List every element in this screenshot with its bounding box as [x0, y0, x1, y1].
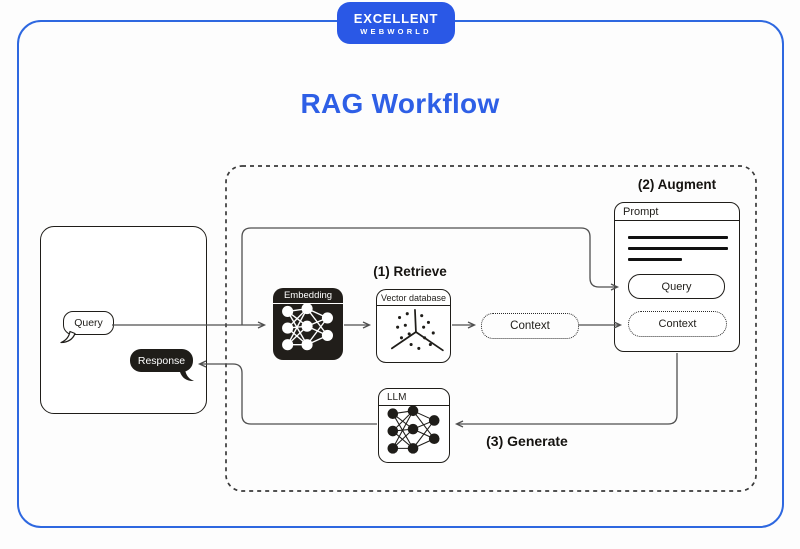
embedding-node: Embedding [273, 288, 343, 360]
prompt-context-slot: Context [628, 311, 727, 337]
brand-badge: EXCELLENT WEBWORLD [337, 2, 455, 44]
vector-database-node: Vector database [376, 289, 451, 363]
brand-name-line1: EXCELLENT [353, 10, 439, 26]
embedding-nn-icon [273, 304, 343, 354]
step-label-retrieve: (1) Retrieve [373, 264, 447, 279]
page-title: RAG Workflow [300, 88, 500, 119]
prompt-text-line [628, 247, 728, 250]
query-chat-bubble: Query [63, 311, 114, 335]
vector-axes-icon [377, 306, 450, 358]
vector-database-node-title: Vector database [377, 290, 450, 306]
prompt-node: Prompt Query Context [614, 202, 740, 352]
context-pill: Context [481, 313, 579, 339]
brand-name-line2: WEBWORLD [360, 26, 432, 36]
response-chat-bubble: Response [130, 349, 193, 372]
llm-nn-icon [379, 405, 449, 458]
prompt-text-line [628, 236, 728, 239]
step-label-generate: (3) Generate [486, 433, 568, 449]
llm-node-title: LLM [379, 389, 449, 406]
llm-node: LLM [378, 388, 450, 463]
prompt-node-title: Prompt [615, 203, 739, 221]
prompt-query-slot: Query [628, 274, 725, 299]
embedding-node-title: Embedding [273, 288, 343, 304]
step-label-augment: (2) Augment [637, 177, 717, 192]
prompt-text-line [628, 258, 682, 261]
